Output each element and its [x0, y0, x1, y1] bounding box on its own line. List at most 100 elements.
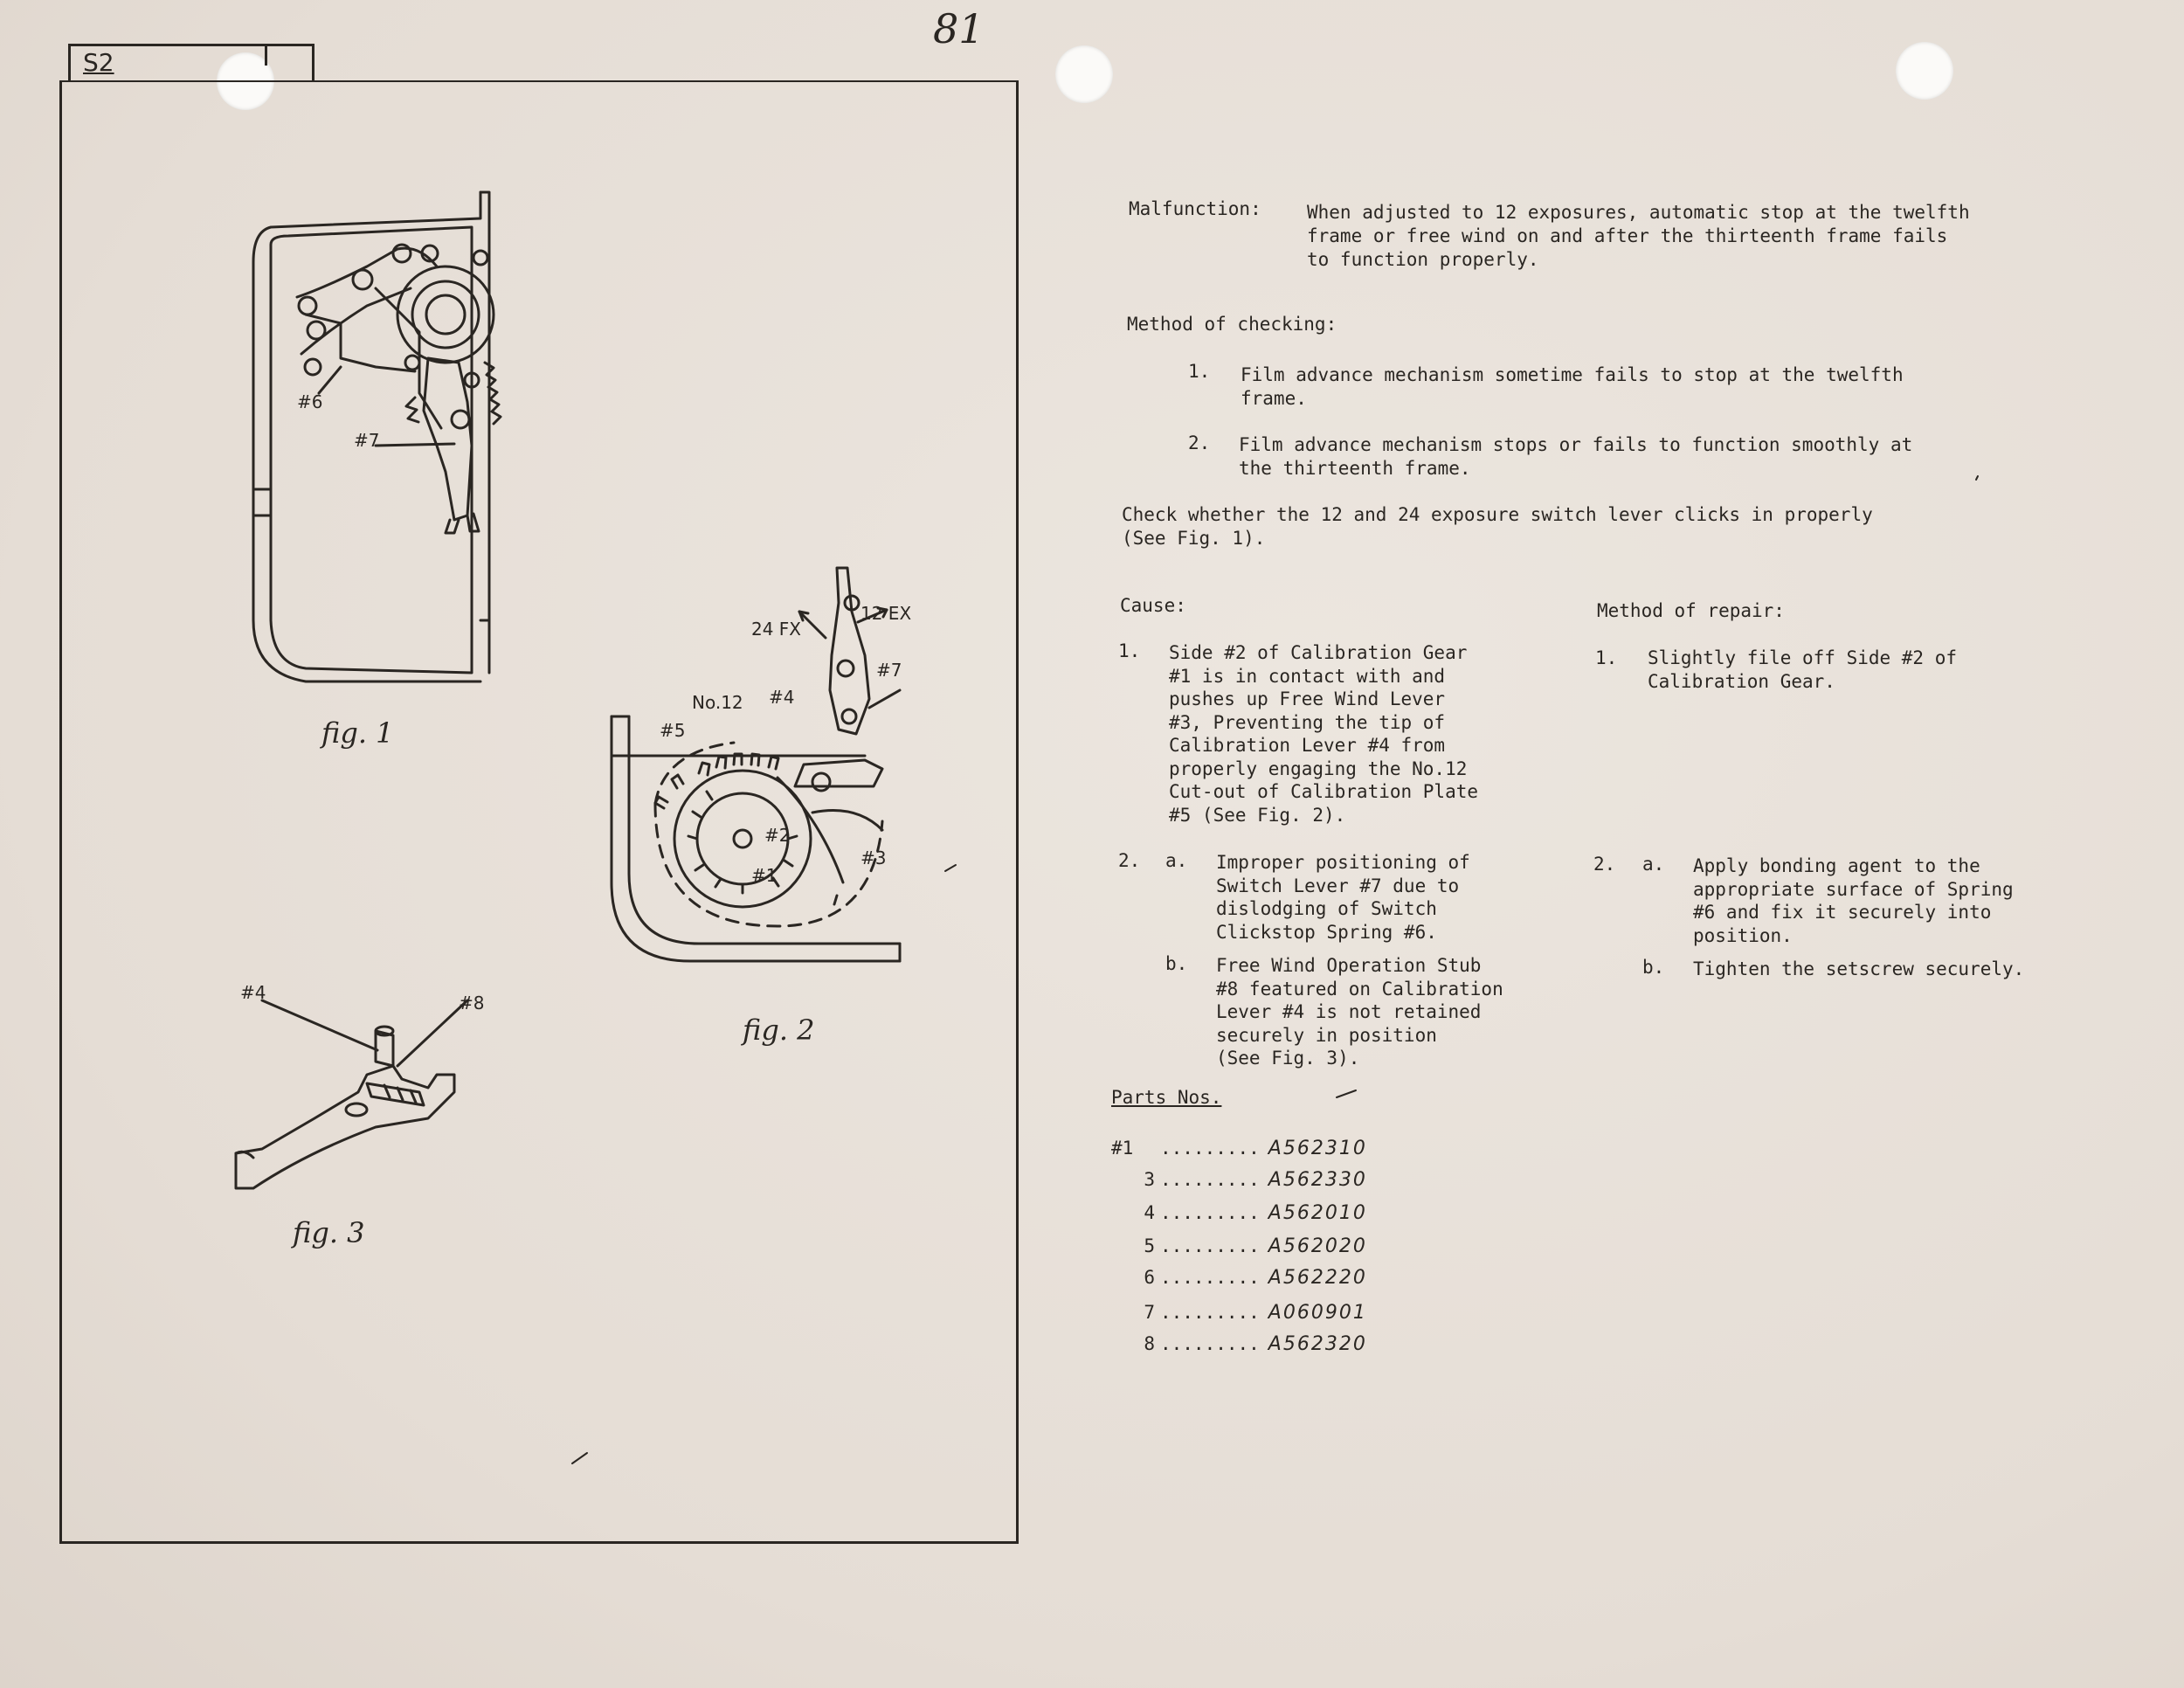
cause-1-line-1: Side #2 of Calibration Gear	[1169, 642, 1468, 663]
part-number: A562330	[1268, 1169, 1367, 1191]
part-dots: .........	[1160, 1302, 1260, 1323]
malfunction-label: Malfunction:	[1129, 198, 1261, 219]
fig2-callout-2: #2	[764, 825, 791, 846]
parts-row: 8......... A562320	[1111, 1333, 1367, 1355]
fig1-callout-6: #6	[297, 391, 323, 412]
cause-2a-line-3: dislodging of Switch	[1216, 898, 1437, 919]
part-index: #1	[1111, 1138, 1134, 1159]
repair-2b-line-1: Tighten the setscrew securely.	[1693, 958, 2025, 979]
cause-1-num: 1.	[1118, 640, 1141, 661]
cause-2b-line-2: #8 featured on Calibration	[1216, 978, 1503, 1000]
cause-2a-line-4: Clickstop Spring #6.	[1216, 921, 1437, 943]
cause-2-num: 2.	[1118, 850, 1141, 871]
part-index: 7	[1144, 1302, 1155, 1323]
repair-2a-sub: a.	[1642, 854, 1665, 875]
fig2-drawing	[610, 566, 902, 963]
checking-item-2-line-1: Film advance mechanism stops or fails to…	[1239, 434, 1913, 455]
fig2-callout-5: #5	[660, 720, 686, 741]
fig2-caption: fig. 2	[743, 1013, 815, 1047]
malfunction-line-1: When adjusted to 12 exposures, automatic…	[1307, 202, 1970, 223]
cause-1-line-8: #5 (See Fig. 2).	[1169, 804, 1346, 826]
parts-row: 6.........A562220	[1111, 1267, 1367, 1289]
repair-2a-line-1: Apply bonding agent to the	[1693, 855, 1980, 876]
cause-2b-line-1: Free Wind Operation Stub	[1216, 955, 1482, 976]
malfunction-line-2: frame or free wind on and after the thir…	[1307, 225, 1948, 246]
part-number: A562310	[1268, 1138, 1367, 1159]
figure-frame	[59, 80, 1019, 1544]
repair-1-num: 1.	[1595, 647, 1618, 668]
fig3-drawing	[234, 999, 469, 1190]
checking-item-1-line-2: frame.	[1241, 388, 1307, 409]
cause-1-line-4: #3, Preventing the tip of	[1169, 711, 1446, 733]
part-number: A562010	[1268, 1202, 1367, 1224]
cause-heading: Cause:	[1120, 595, 1186, 616]
cause-1-line-6: properly engaging the No.12	[1169, 758, 1468, 779]
fig2-callout-24fx: 24 FX	[751, 619, 802, 640]
section-tab-label: S2	[83, 48, 114, 77]
parts-heading: Parts Nos.	[1111, 1087, 1222, 1108]
fig3-callout-4: #4	[240, 982, 266, 1003]
repair-2a-line-3: #6 and fix it securely into	[1693, 902, 1992, 923]
checking-item-2-num: 2.	[1188, 432, 1211, 453]
part-number: A562320	[1268, 1333, 1367, 1355]
fig3-callout-8: #8	[459, 993, 485, 1013]
cause-2a-line-1: Improper positioning of	[1216, 852, 1470, 873]
part-number: A562220	[1268, 1267, 1367, 1289]
checking-item-2-line-2: the thirteenth frame.	[1239, 458, 1471, 479]
fig2-callout-3: #3	[860, 847, 887, 868]
cause-1-line-3: pushes up Free Wind Lever	[1169, 688, 1446, 709]
parts-row: 3......... A562330	[1111, 1169, 1367, 1191]
fig1-callout-7: #7	[354, 430, 380, 451]
part-index: 3	[1144, 1169, 1155, 1190]
cause-2a-sub: a.	[1165, 850, 1188, 871]
fig2-callout-no12: No.12	[692, 692, 743, 713]
repair-1-line-2: Calibration Gear.	[1648, 671, 1835, 692]
cause-1-line-5: Calibration Lever #4 from	[1169, 735, 1446, 756]
check-line-1: Check whether the 12 and 24 exposure swi…	[1122, 504, 1873, 525]
parts-row: 7......... A060901	[1111, 1302, 1367, 1324]
fig1-caption: fig. 1	[321, 716, 394, 750]
repair-2-num: 2.	[1593, 854, 1616, 875]
fig1-drawing	[252, 190, 502, 683]
cause-2a-line-2: Switch Lever #7 due to	[1216, 875, 1460, 896]
part-number: A060901	[1268, 1302, 1367, 1324]
part-dots: .........	[1160, 1267, 1260, 1288]
fig2-callout-4: #4	[769, 687, 795, 708]
cause-2b-line-4: securely in position	[1216, 1024, 1437, 1046]
binder-hole-right	[1896, 42, 1953, 100]
part-dots: .........	[1160, 1202, 1260, 1223]
cause-2b-sub: b.	[1165, 953, 1188, 974]
repair-1-line-1: Slightly file off Side #2 of	[1648, 647, 1958, 668]
parts-row: 5......... A562020	[1111, 1235, 1367, 1257]
page-number: 81	[933, 5, 985, 52]
cause-2b-line-3: Lever #4 is not retained	[1216, 1001, 1482, 1022]
repair-heading: Method of repair:	[1597, 600, 1785, 621]
parts-row: #1......... A562310	[1111, 1138, 1367, 1159]
part-dots: .........	[1160, 1235, 1260, 1256]
part-index: 5	[1144, 1235, 1155, 1256]
fig2-callout-1: #1	[751, 865, 778, 886]
checking-item-1-line-1: Film advance mechanism sometime fails to…	[1241, 364, 1904, 385]
fig2-callout-7: #7	[876, 660, 902, 681]
checking-item-1-num: 1.	[1188, 361, 1211, 382]
cause-1-line-2: #1 is in contact with and	[1169, 665, 1446, 687]
binder-hole-middle	[1055, 45, 1113, 103]
part-number: A562020	[1268, 1235, 1367, 1257]
part-dots: .........	[1160, 1138, 1260, 1159]
part-dots: .........	[1160, 1333, 1260, 1354]
section-tab: S2	[68, 44, 314, 81]
part-dots: .........	[1160, 1169, 1260, 1190]
repair-2a-line-4: position.	[1693, 924, 1793, 946]
part-index: 4	[1144, 1202, 1155, 1223]
repair-2b-sub: b.	[1642, 957, 1665, 978]
malfunction-line-3: to function properly.	[1307, 249, 1539, 270]
cause-2b-line-5: (See Fig. 3).	[1216, 1048, 1360, 1069]
check-line-2: (See Fig. 1).	[1122, 528, 1266, 549]
fig2-callout-12ex: 12 EX	[860, 603, 912, 624]
cause-1-line-7: Cut-out of Calibration Plate	[1169, 781, 1479, 802]
part-index: 8	[1144, 1333, 1155, 1354]
fig3-caption: fig. 3	[293, 1216, 365, 1249]
parts-row: 4......... A562010	[1111, 1202, 1367, 1224]
